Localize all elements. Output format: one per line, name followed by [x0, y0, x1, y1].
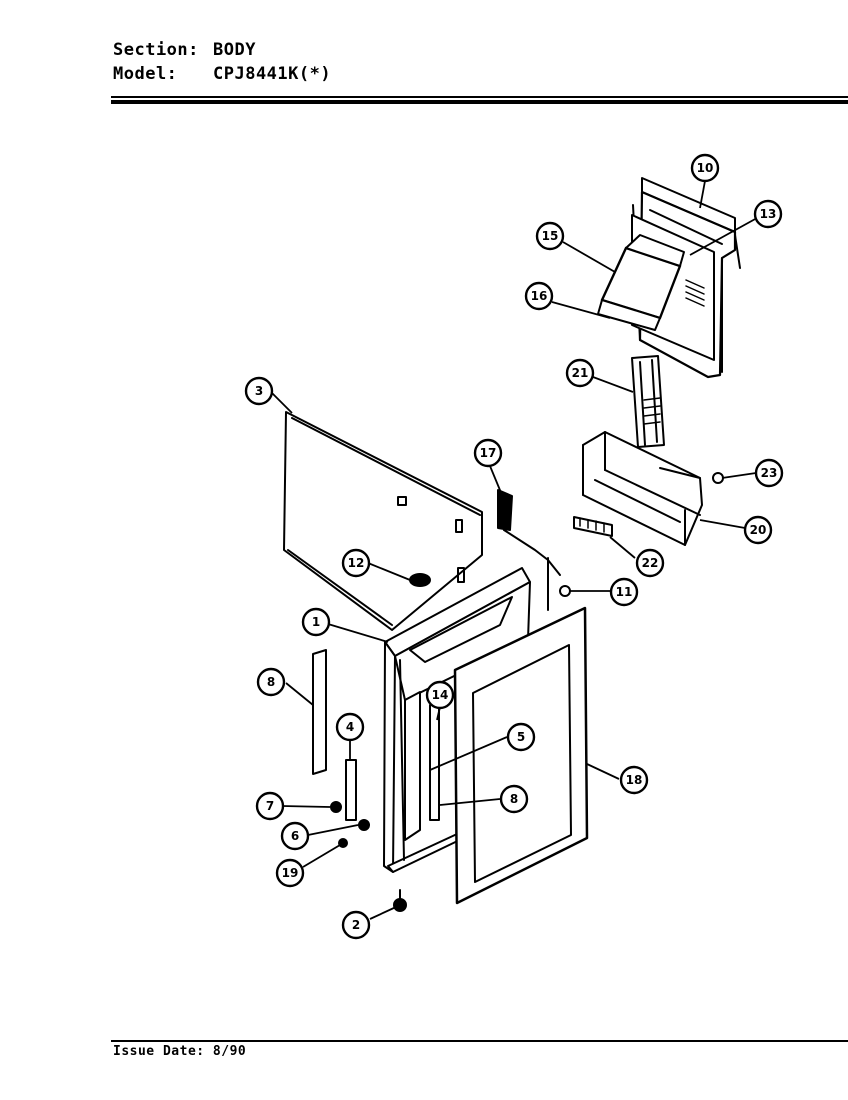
svg-text:17: 17 [480, 446, 497, 460]
top-cover-vent [685, 279, 705, 307]
air-duct [597, 234, 685, 331]
callout-6: 6 [280, 821, 310, 851]
side-panel [283, 411, 483, 631]
model-label: Model: [113, 64, 178, 84]
callout-21: 21 [565, 358, 595, 388]
model-value: CPJ8441K(*) [213, 64, 332, 84]
callout-22: 22 [635, 548, 665, 578]
callout-5: 5 [506, 722, 536, 752]
callout-13: 13 [753, 199, 783, 229]
svg-text:8: 8 [267, 675, 275, 689]
callout-20: 20 [743, 515, 773, 545]
callout-15: 15 [535, 221, 565, 251]
svg-text:3: 3 [255, 384, 263, 398]
svg-text:7: 7 [266, 799, 274, 813]
section-label: Section: [113, 40, 199, 60]
svg-text:13: 13 [760, 207, 777, 221]
section-heading: Section: BODY [113, 40, 256, 60]
callout-19: 19 [275, 858, 305, 888]
svg-text:15: 15 [542, 229, 559, 243]
svg-text:12: 12 [348, 556, 365, 570]
callout-4: 4 [335, 712, 365, 742]
callout-23: 23 [754, 458, 784, 488]
svg-text:10: 10 [697, 161, 714, 175]
issue-date-label: Issue Date: [113, 1044, 205, 1059]
svg-text:16: 16 [531, 289, 548, 303]
hinge-strip [312, 649, 327, 775]
svg-text:18: 18 [626, 773, 643, 787]
issue-date: Issue Date: 8/90 [113, 1044, 246, 1059]
svg-text:5: 5 [517, 730, 525, 744]
svg-text:11: 11 [616, 585, 633, 599]
screw-2 [393, 898, 407, 912]
callout-7: 7 [255, 791, 285, 821]
front-frame [383, 567, 531, 873]
latch-14 [429, 704, 440, 821]
door-panel [453, 606, 589, 905]
base-tray [582, 431, 703, 546]
svg-text:1: 1 [312, 615, 320, 629]
callout-12: 12 [341, 548, 371, 578]
svg-text:19: 19 [282, 866, 299, 880]
section-value: BODY [213, 40, 256, 60]
svg-text:8: 8 [510, 792, 518, 806]
callout-16: 16 [524, 281, 554, 311]
svg-text:4: 4 [346, 720, 354, 734]
model-heading: Model: CPJ8441K(*) [113, 64, 331, 84]
callout-11: 11 [609, 577, 639, 607]
footer-rule [111, 1040, 848, 1042]
svg-text:20: 20 [750, 523, 767, 537]
callout-14: 14 [425, 680, 455, 710]
header-rule-thin [111, 96, 848, 98]
callout-1: 1 [301, 607, 331, 637]
connector-strip [573, 516, 613, 537]
svg-text:22: 22 [642, 556, 659, 570]
callout-3: 3 [244, 376, 274, 406]
callout-10: 10 [690, 153, 720, 183]
latch-4 [345, 759, 357, 821]
callout-8: 8 [499, 784, 529, 814]
bracket-part [631, 355, 665, 448]
issue-date-value: 8/90 [212, 1044, 247, 1059]
header-rule-thick [111, 100, 848, 104]
svg-text:14: 14 [432, 688, 449, 702]
svg-text:6: 6 [291, 829, 299, 843]
svg-text:23: 23 [761, 466, 778, 480]
svg-text:21: 21 [572, 366, 589, 380]
callout-18: 18 [619, 765, 649, 795]
callout-2: 2 [341, 910, 371, 940]
callout-17: 17 [473, 438, 503, 468]
svg-text:2: 2 [352, 918, 360, 932]
callout-9: 8 [256, 667, 286, 697]
